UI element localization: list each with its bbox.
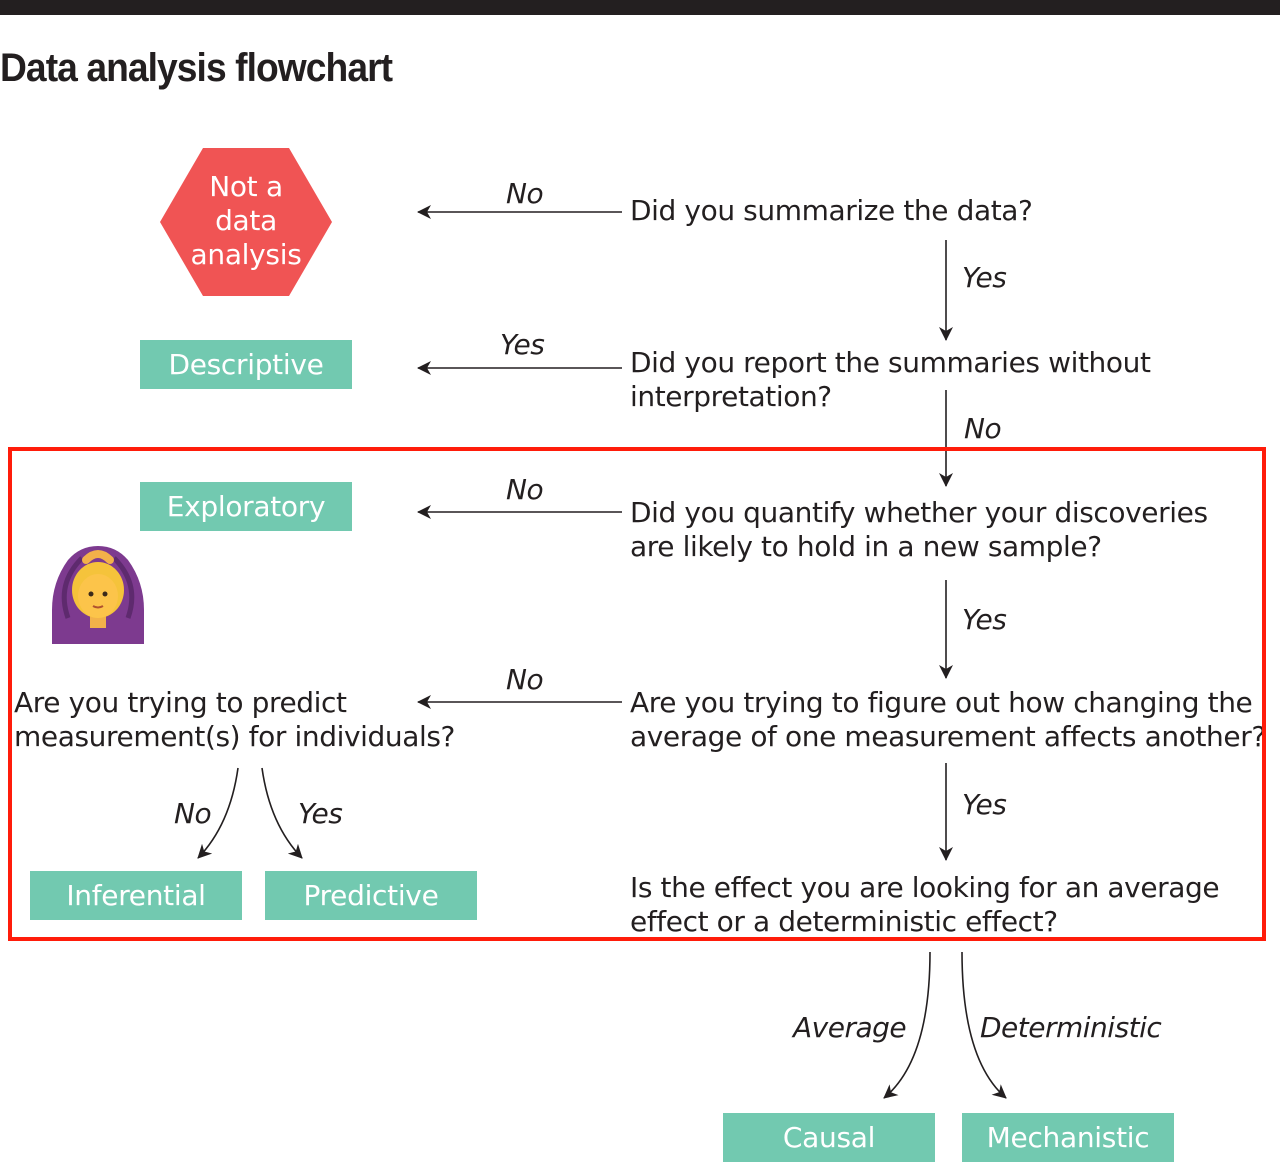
hexagon-line-3: analysis — [190, 238, 302, 271]
edge-label-summarize-no: No — [506, 177, 544, 210]
question-line: effect or a deterministic effect? — [630, 905, 1058, 938]
question-report-without-interpretation: Did you report the summaries without int… — [630, 346, 1151, 414]
emoji-arm-right — [112, 556, 135, 619]
edge-label-report-yes: Yes — [500, 328, 545, 361]
edge-label-deterministic: Deterministic — [980, 1011, 1162, 1044]
outcome-descriptive: Descriptive — [140, 340, 352, 389]
highlight-rectangle — [8, 447, 1266, 941]
emoji-eye-right — [102, 591, 108, 597]
outcome-predictive: Predictive — [265, 871, 477, 920]
outcome-inferential: Inferential — [30, 871, 242, 920]
edge-label-changing-yes: Yes — [962, 788, 1007, 821]
outcome-exploratory: Exploratory — [140, 482, 352, 531]
question-quantify-discoveries: Did you quantify whether your discoverie… — [630, 496, 1208, 564]
edge-label-summarize-yes: Yes — [962, 261, 1007, 294]
top-bar — [0, 0, 1280, 15]
question-line: Are you trying to predict — [14, 686, 347, 719]
emoji-arm-left — [61, 556, 84, 619]
outcome-mechanistic: Mechanistic — [962, 1113, 1174, 1162]
question-line: are likely to hold in a new sample? — [630, 530, 1102, 563]
edge-label-report-no: No — [964, 412, 1002, 445]
hexagon-shape — [160, 148, 332, 296]
emoji-face — [78, 574, 118, 618]
edge-label-quantify-no: No — [506, 473, 544, 506]
question-line: Did you summarize the data? — [630, 194, 1033, 227]
page-title: Data analysis flowchart — [0, 46, 393, 90]
edge-label-average: Average — [793, 1011, 907, 1044]
question-average-or-deterministic: Is the effect you are looking for an ave… — [630, 871, 1220, 939]
outcome-causal: Causal — [723, 1113, 935, 1162]
emoji-hands — [82, 550, 114, 564]
not-a-data-analysis-hexagon — [160, 148, 332, 296]
arrow-deterministic — [961, 951, 1007, 1099]
edge-label-predict-no: No — [174, 797, 212, 830]
question-predict-individuals: Are you trying to predict measurement(s)… — [14, 686, 455, 754]
hexagon-line-1: Not a — [209, 170, 283, 203]
question-line: interpretation? — [630, 380, 832, 413]
emoji-mouth — [92, 605, 104, 609]
woman-gesturing-ok-icon — [52, 546, 144, 644]
emoji-eye-left — [88, 591, 94, 597]
arrow-average — [883, 951, 931, 1099]
edge-label-predict-yes: Yes — [298, 797, 343, 830]
question-line: Are you trying to figure out how changin… — [630, 686, 1253, 719]
question-line: Did you report the summaries without — [630, 346, 1151, 379]
question-line: Is the effect you are looking for an ave… — [630, 871, 1220, 904]
hexagon-line-2: data — [215, 204, 277, 237]
edge-label-quantify-yes: Yes — [962, 603, 1007, 636]
arrow-predict-no — [197, 767, 239, 859]
edge-label-changing-no: No — [506, 663, 544, 696]
question-line: Did you quantify whether your discoverie… — [630, 496, 1208, 529]
question-line: measurement(s) for individuals? — [14, 720, 456, 753]
question-summarize: Did you summarize the data? — [630, 194, 1033, 228]
question-line: average of one measurement affects anoth… — [630, 720, 1266, 753]
arrow-predict-yes — [261, 767, 303, 859]
not-a-data-analysis-label: Not a data analysis — [160, 170, 332, 272]
question-changing-average: Are you trying to figure out how changin… — [630, 686, 1266, 754]
